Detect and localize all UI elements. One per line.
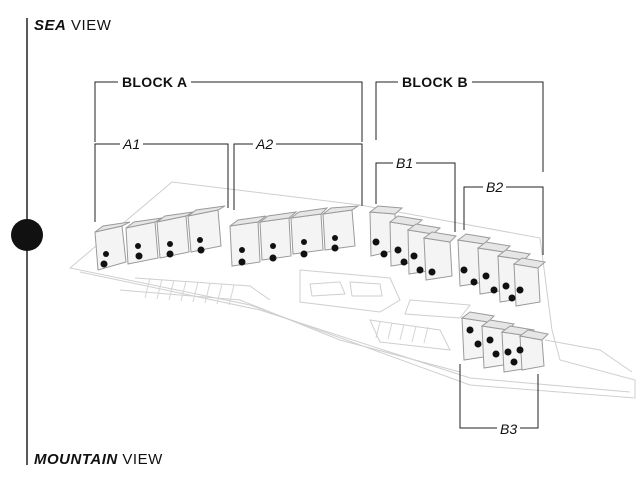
block-b-label: BLOCK B	[398, 74, 472, 90]
b3-bracket	[459, 364, 539, 429]
b2-label: B2	[483, 179, 507, 195]
block-a1-buildings	[94, 205, 226, 271]
mountain-view-label: MOUNTAIN VIEW	[34, 451, 163, 468]
sea-view-label: SEA VIEW	[34, 17, 111, 34]
b1-label: B1	[393, 155, 417, 171]
site-outline	[68, 181, 636, 399]
a2-label: A2	[253, 136, 277, 152]
parking-area	[144, 277, 429, 344]
mountain-view-bold: MOUNTAIN	[34, 451, 118, 468]
a1-label: A1	[120, 136, 144, 152]
b3-label: B3	[497, 421, 521, 437]
view-axis-marker	[11, 219, 43, 251]
block-b1-buildings	[368, 205, 458, 281]
mountain-view-rest: VIEW	[122, 451, 163, 468]
block-a-label: BLOCK A	[118, 74, 192, 90]
block-b3-buildings	[460, 311, 550, 373]
a1-bracket	[94, 143, 229, 222]
unit-markers	[100, 235, 524, 366]
sea-view-rest: VIEW	[71, 17, 112, 34]
block-b2-buildings	[456, 233, 547, 307]
sea-view-bold: SEA	[34, 17, 67, 34]
block-a-bracket	[94, 81, 363, 142]
a2-bracket	[233, 143, 363, 210]
block-a2-buildings	[229, 205, 360, 267]
